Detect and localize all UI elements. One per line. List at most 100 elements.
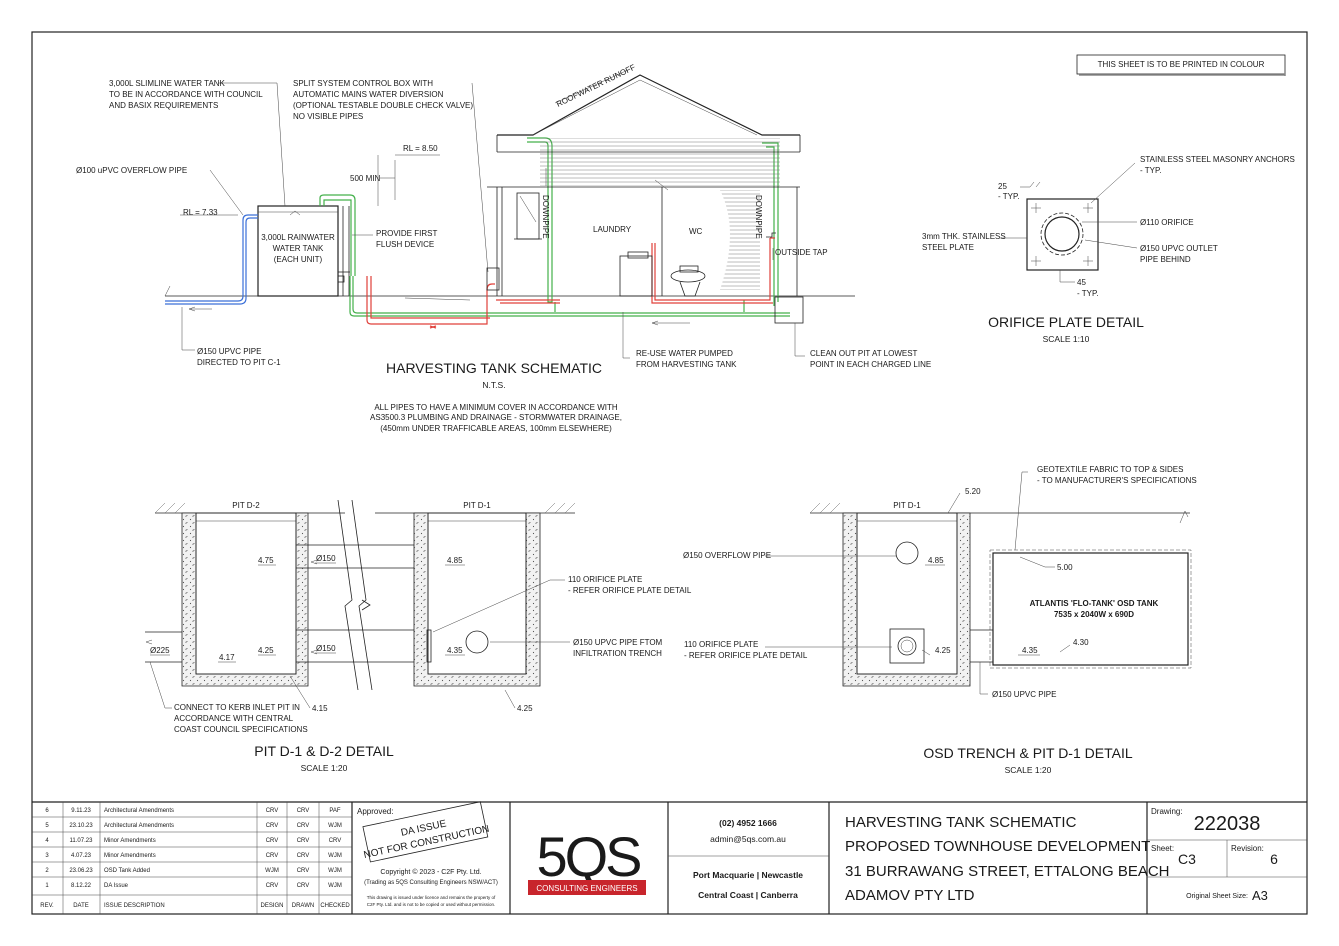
project-title-line1: HARVESTING TANK SCHEMATIC bbox=[845, 814, 1077, 831]
min-500-label: 500 MIN bbox=[350, 174, 380, 183]
rev-number: 5 bbox=[45, 823, 49, 829]
rev-header-date: DATE bbox=[73, 903, 89, 909]
ftom-line2: INFILTRATION TRENCH bbox=[573, 649, 662, 658]
overflow-pipe-label: Ø100 uPVC OVERFLOW PIPE bbox=[76, 166, 187, 175]
laundry-label: LAUNDRY bbox=[593, 225, 632, 234]
rev-checked: CRV bbox=[329, 838, 342, 844]
rev-design: CRV bbox=[266, 853, 279, 859]
control-box-line1: SPLIT SYSTEM CONTROL BOX WITH bbox=[293, 79, 433, 88]
ftom-line1: Ø150 UPVC PIPE FTOM bbox=[573, 638, 663, 647]
osd-detail: GEOTEXTILE FABRIC TO TOP & SIDES - TO MA… bbox=[683, 465, 1197, 775]
anchors-line1: STAINLESS STEEL MASONRY ANCHORS bbox=[1140, 155, 1295, 164]
logo-tag-bar bbox=[528, 880, 646, 895]
print-note-text: THIS SHEET IS TO BE PRINTED IN COLOUR bbox=[1098, 60, 1265, 69]
level-417: 4.17 bbox=[219, 653, 235, 662]
cover-note-line2: AS3500.3 PLUMBING AND DRAINAGE - STORMWA… bbox=[370, 413, 622, 422]
rev-date: 23.10.23 bbox=[69, 823, 93, 829]
kerb-line3: COAST COUNCIL SPECIFICATIONS bbox=[174, 725, 308, 734]
osd-tank-line1: ATLANTIS 'FLO-TANK' OSD TANK bbox=[1030, 599, 1159, 608]
pit-d2-label: PIT D-2 bbox=[232, 501, 260, 510]
tank-note-line2: TO BE IN ACCORDANCE WITH COUNCIL bbox=[109, 90, 263, 99]
rev-drawn: CRV bbox=[297, 838, 310, 844]
contact-phone: (02) 4952 1666 bbox=[719, 818, 777, 828]
cleanout-line2: POINT IN EACH CHARGED LINE bbox=[810, 360, 931, 369]
rev-header-design: DESIGN bbox=[260, 903, 283, 909]
pit-orifice-line1: 110 ORIFICE PLATE bbox=[568, 575, 642, 584]
tank-note-line1: 3,000L SLIMLINE WATER TANK bbox=[109, 79, 226, 88]
project-title-line3: 31 BURRAWANG STREET, ETTALONG BEACH bbox=[845, 863, 1170, 880]
rev-number: 2 bbox=[45, 868, 49, 874]
outlet-line1: Ø150 UPVC OUTLET bbox=[1140, 244, 1218, 253]
rev-description: Minor Amendments bbox=[104, 838, 156, 844]
pit-scale: SCALE 1:20 bbox=[301, 763, 348, 773]
osd-pit-d1-label: PIT D-1 bbox=[893, 501, 921, 510]
tank-label-line1: 3,000L RAINWATER bbox=[261, 233, 335, 242]
pipe150-line2: DIRECTED TO PIT C-1 bbox=[197, 358, 281, 367]
level-425-osd: 4.25 bbox=[935, 646, 951, 655]
plate-line1: 3mm THK. STAINLESS bbox=[922, 232, 1006, 241]
level-430: 4.30 bbox=[1073, 638, 1089, 647]
revision-headers: REV. DATE ISSUE DESCRIPTION DESIGN DRAWN… bbox=[40, 903, 350, 909]
anchors-line2: - TYP. bbox=[1140, 166, 1162, 175]
rev-date: 11.07.23 bbox=[70, 838, 94, 844]
level-435-osd: 4.35 bbox=[1022, 646, 1038, 655]
downpipe-label-right: DOWNPIPE bbox=[754, 195, 763, 239]
contact-cities-line2: Central Coast | Canberra bbox=[698, 890, 798, 900]
level-435-pit: 4.35 bbox=[447, 646, 463, 655]
revision-table-grid bbox=[32, 802, 352, 914]
dia150-lower: Ø150 bbox=[316, 644, 336, 653]
rev-date: 8.12.22 bbox=[71, 883, 92, 889]
roofwater-label: ROOFWATER RUNOFF bbox=[555, 63, 637, 109]
orifice110-label: Ø110 ORIFICE bbox=[1140, 218, 1194, 227]
tank-label-line2: WATER TANK bbox=[273, 244, 324, 253]
osd-tank bbox=[992, 552, 1189, 666]
tank-label-line3: (EACH UNIT) bbox=[274, 255, 323, 264]
osd-overflow-label: Ø150 OVERFLOW PIPE bbox=[683, 551, 771, 560]
rev-checked: WJM bbox=[328, 883, 342, 889]
house-roof bbox=[497, 74, 800, 136]
rev-description: DA Issue bbox=[104, 883, 129, 889]
rev-header-rev: REV. bbox=[40, 903, 54, 909]
outlet-line2: PIPE BEHIND bbox=[1140, 255, 1191, 264]
level-485-osd: 4.85 bbox=[928, 556, 944, 565]
pit-d1-label: PIT D-1 bbox=[463, 501, 491, 510]
harvesting-schematic: 3,000L SLIMLINE WATER TANK TO BE IN ACCO… bbox=[76, 63, 931, 433]
first-flush-line1: PROVIDE FIRST bbox=[376, 229, 437, 238]
osd-scale: SCALE 1:20 bbox=[1005, 765, 1052, 775]
rev-checked: WJM bbox=[328, 868, 342, 874]
control-box-line3: (OPTIONAL TESTABLE DOUBLE CHECK VALVE) bbox=[293, 101, 473, 110]
osd-orifice-line2: - REFER ORIFICE PLATE DETAIL bbox=[684, 651, 808, 660]
osd-tank-line2: 7535 x 2040W x 690D bbox=[1054, 610, 1134, 619]
rev-date: 4.07.23 bbox=[71, 853, 92, 859]
contact-cities-line1: Port Macquarie | Newcastle bbox=[693, 870, 803, 880]
rev-checked: WJM bbox=[328, 823, 342, 829]
rev-design: CRV bbox=[266, 823, 279, 829]
reuse-line1: RE-USE WATER PUMPED bbox=[636, 349, 733, 358]
rev-description: Architectural Amendments bbox=[104, 808, 174, 814]
copyright: Copyright © 2023 - C2F Pty. Ltd. bbox=[380, 868, 481, 876]
rev-drawn: CRV bbox=[297, 823, 310, 829]
sheet-number: C3 bbox=[1178, 851, 1196, 867]
rainwater-tank bbox=[257, 205, 339, 297]
approved-label: Approved: bbox=[357, 807, 393, 816]
orifice-title: ORIFICE PLATE DETAIL bbox=[988, 314, 1144, 330]
rev-header-description: ISSUE DESCRIPTION bbox=[104, 903, 165, 909]
reuse-line2: FROM HARVESTING TANK bbox=[636, 360, 737, 369]
level-475: 4.75 bbox=[258, 556, 274, 565]
project-title-line4: ADAMOV PTY LTD bbox=[845, 887, 975, 904]
rev-drawn: CRV bbox=[297, 853, 310, 859]
rev-description: OSD Tank Added bbox=[104, 868, 150, 874]
rev-description: Minor Amendments bbox=[104, 853, 156, 859]
downpipe-label-left: DOWNPIPE bbox=[541, 195, 550, 239]
rl-850-label: RL = 8.50 bbox=[403, 144, 438, 153]
geotextile-line2: - TO MANUFACTURER'S SPECIFICATIONS bbox=[1037, 476, 1197, 485]
rev-checked: PAF bbox=[329, 808, 341, 814]
dim45-typ: - TYP. bbox=[1077, 289, 1099, 298]
rev-header-checked: CHECKED bbox=[320, 903, 350, 909]
